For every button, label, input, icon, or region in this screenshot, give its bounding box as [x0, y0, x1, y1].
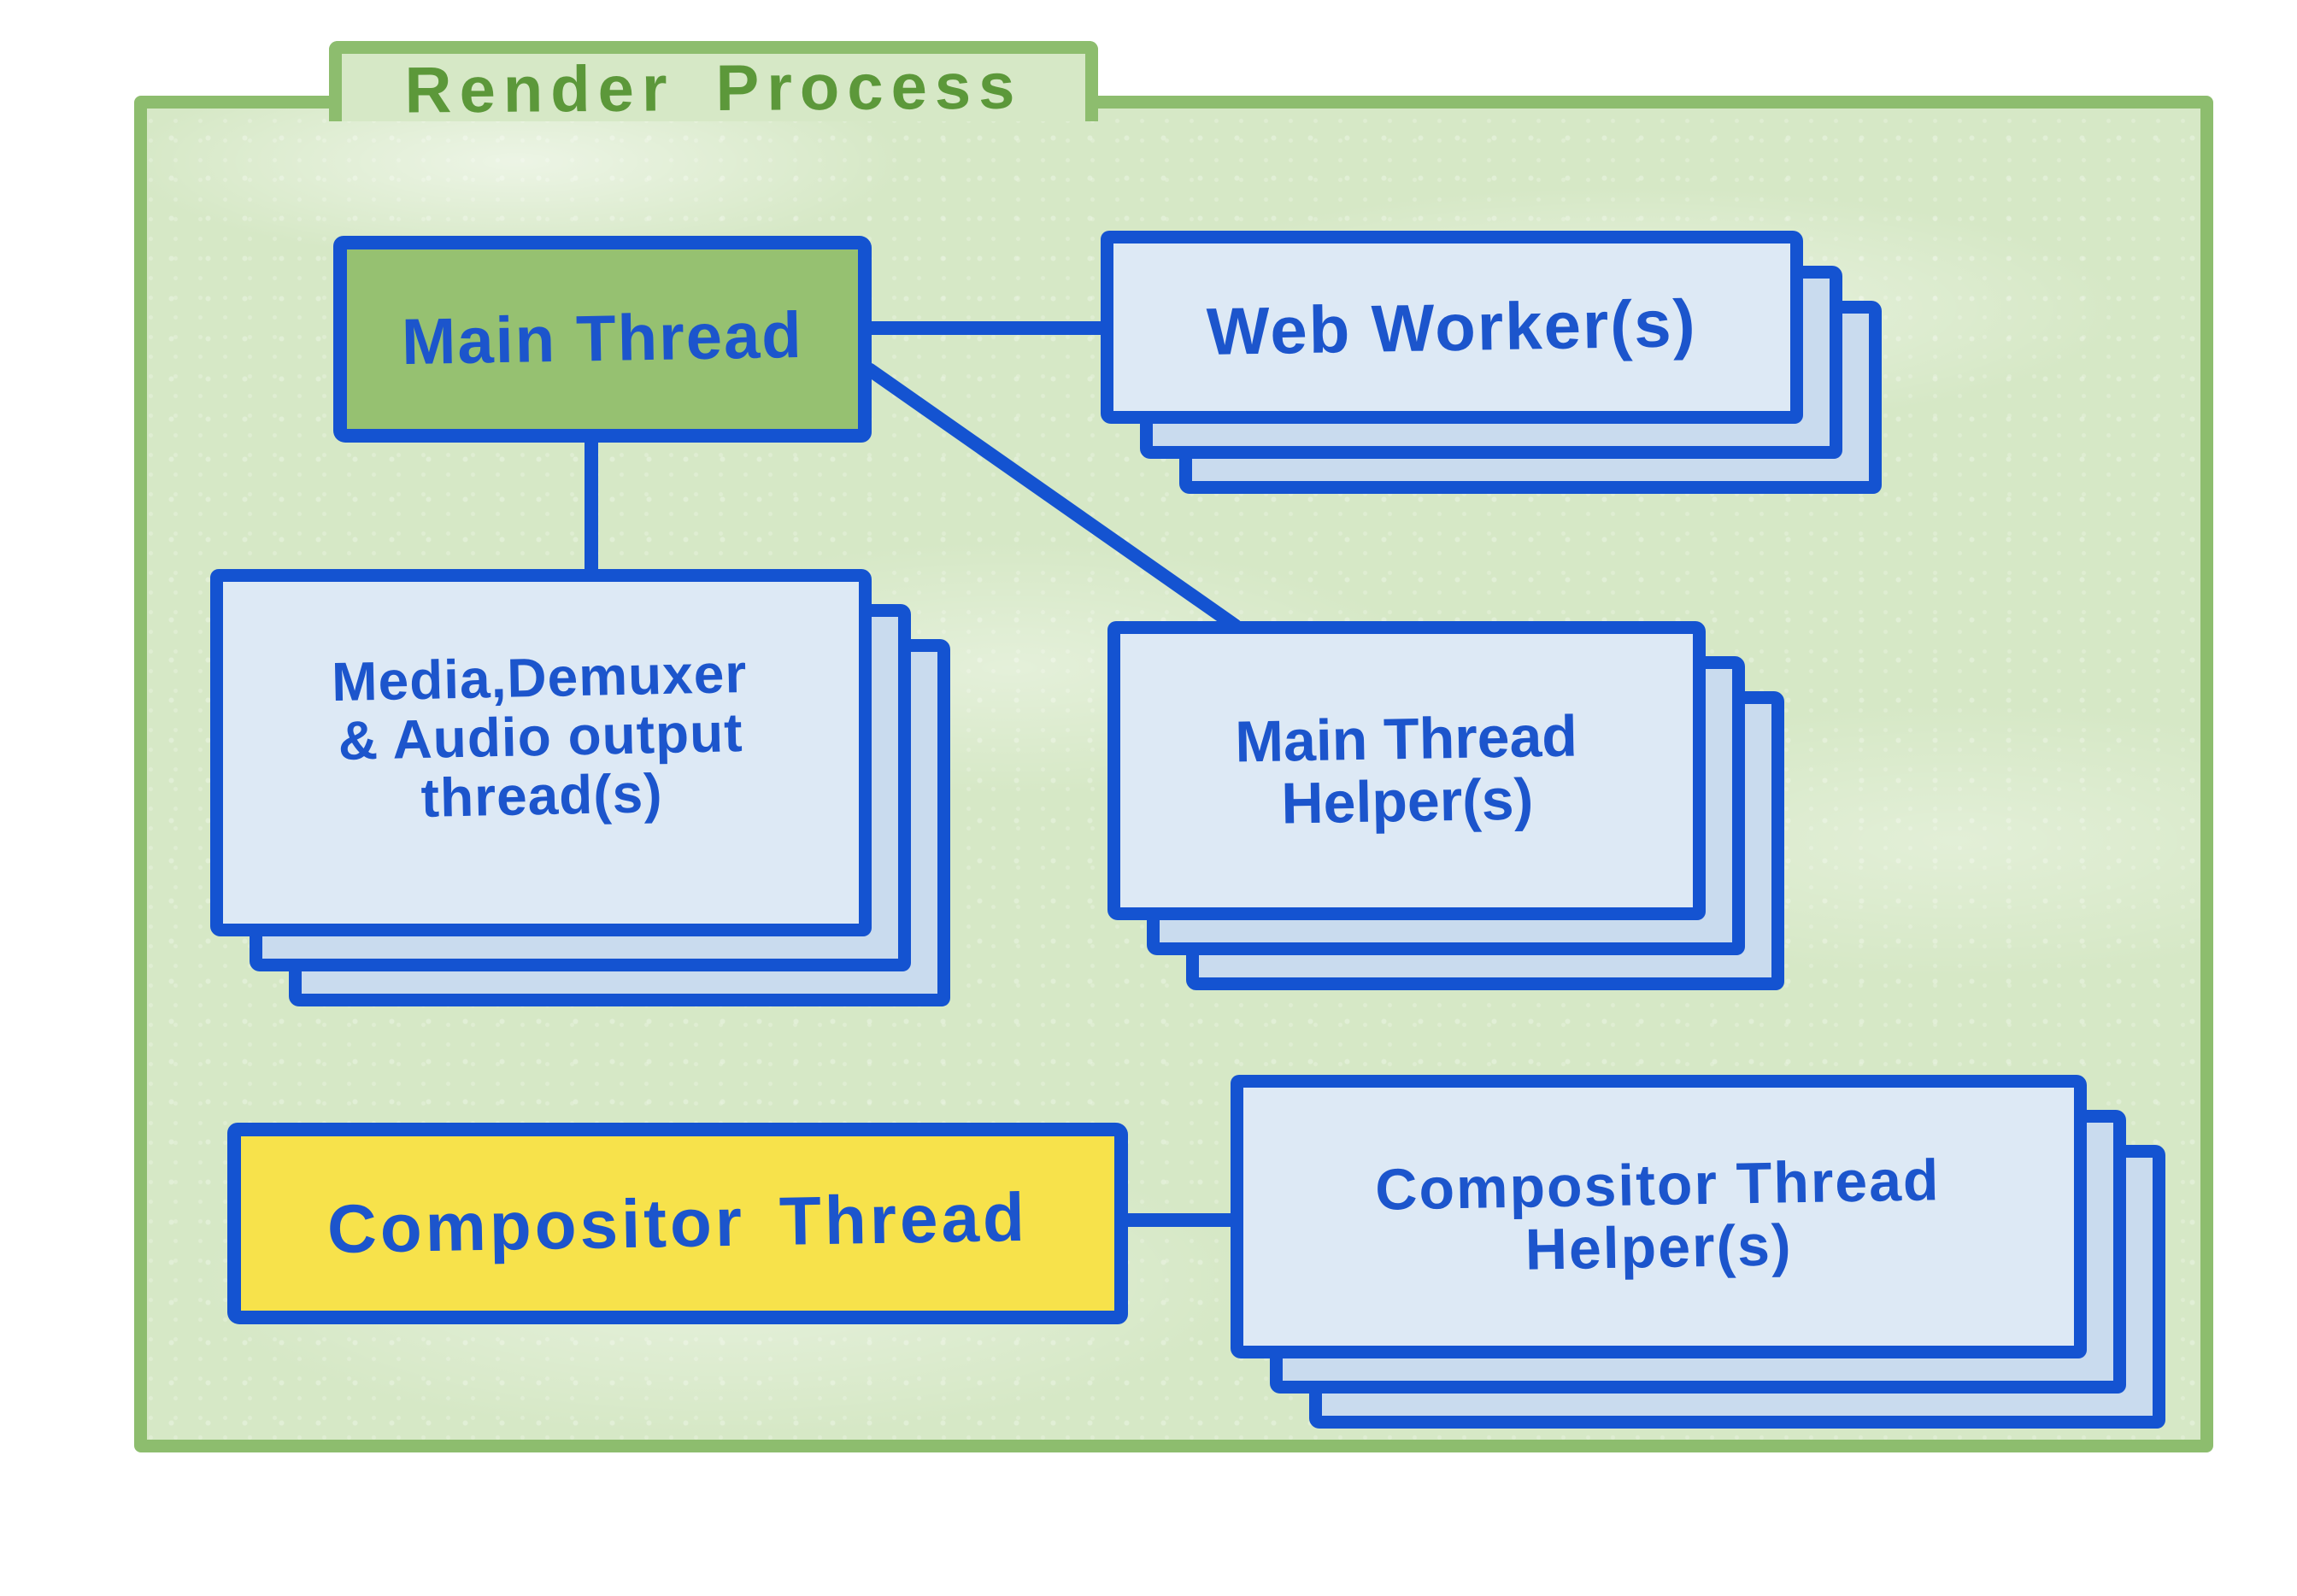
media-threads-label-line2: & Audio output — [338, 701, 744, 772]
node-main-thread: Main Thread — [333, 236, 872, 443]
media-threads-label-line3: thread(s) — [420, 762, 664, 830]
render-process-folder-tab — [329, 41, 1098, 121]
node-compositor-thread: Compositor Thread — [227, 1123, 1128, 1324]
compositor-helpers-label: Compositor Thread Helper(s) — [1375, 1147, 1942, 1284]
diagram-title: Render Process — [404, 50, 1023, 127]
connector-main-thread-to-media-threads — [585, 431, 598, 581]
main-thread-helpers-label-line2: Helper(s) — [1280, 766, 1534, 836]
connector-main-thread-to-web-workers — [859, 321, 1108, 335]
compositor-thread-label: Compositor Thread — [326, 1178, 1029, 1267]
compositor-helpers-card-front: Compositor Thread Helper(s) — [1231, 1075, 2087, 1358]
media-threads-label: Media,Demuxer & Audio output thread(s) — [331, 643, 749, 830]
main-thread-label: Main Thread — [401, 298, 804, 379]
main-thread-helpers-card-front: Main Thread Helper(s) — [1107, 621, 1706, 920]
compositor-helpers-label-line1: Compositor Thread — [1375, 1147, 1942, 1223]
web-workers-label: Web Worker(s) — [1206, 285, 1698, 369]
compositor-helpers-label-line2: Helper(s) — [1524, 1212, 1794, 1282]
main-thread-helpers-label-line1: Main Thread — [1234, 703, 1578, 775]
media-threads-card-front: Media,Demuxer & Audio output thread(s) — [210, 569, 872, 936]
main-thread-helpers-label: Main Thread Helper(s) — [1234, 703, 1578, 836]
web-workers-card-front: Web Worker(s) — [1101, 231, 1803, 424]
connector-compositor-thread-to-helpers — [1118, 1213, 1239, 1227]
